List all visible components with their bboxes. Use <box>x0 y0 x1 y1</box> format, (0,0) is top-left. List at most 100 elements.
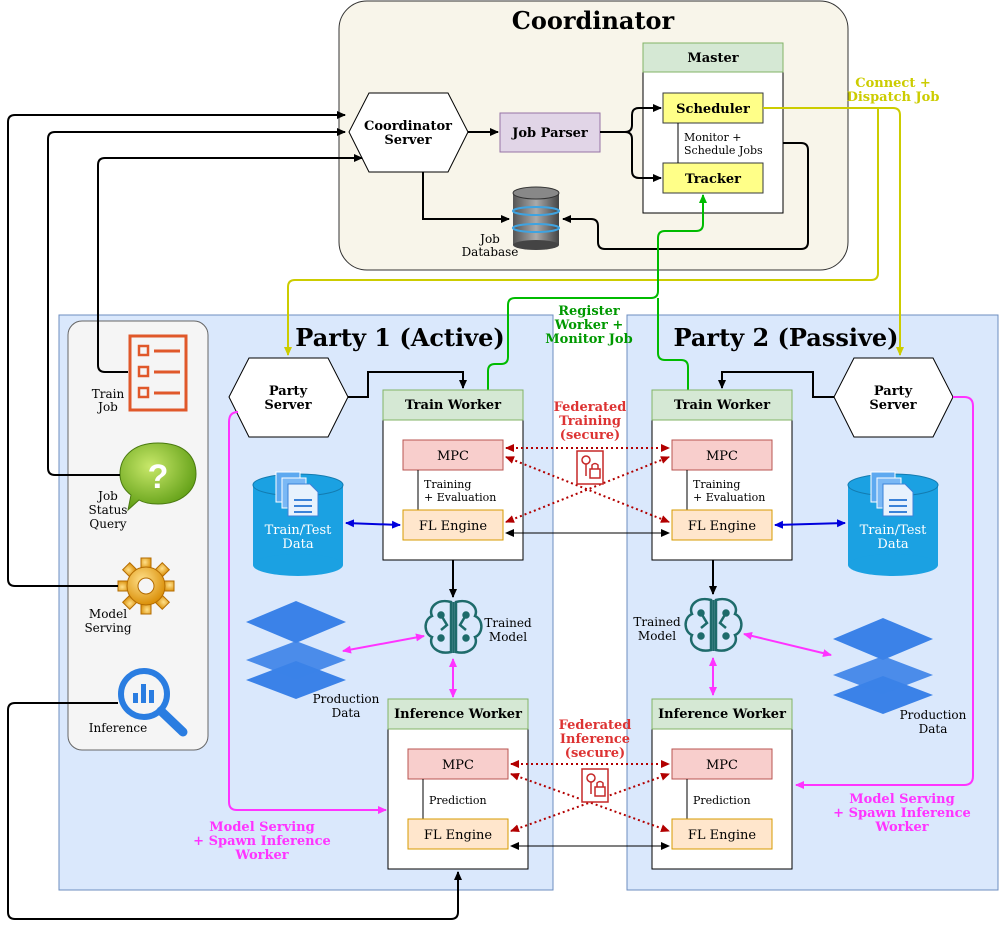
inference-label: Inference <box>89 721 147 735</box>
register-label-1: Register <box>558 304 620 319</box>
party1-trained-label-1: Trained <box>484 616 532 630</box>
lock-key-icon <box>576 450 604 485</box>
dispatch-to-party1-line <box>284 108 879 356</box>
client-sidebar <box>67 320 209 751</box>
party2-training-label-2: + Evaluation <box>693 491 765 504</box>
scheduler-box[interactable] <box>662 92 764 124</box>
status-label-2: Status <box>89 503 128 517</box>
party2-data-fl-arrow <box>774 519 846 529</box>
model-serving-to-coordinator-arrow <box>7 111 346 587</box>
party2-prediction-label: Prediction <box>693 794 751 807</box>
party1-inf-fl-engine-label: FL Engine <box>424 828 492 843</box>
party1-server-label-2: Server <box>264 398 311 413</box>
status-label-1: Job <box>96 489 118 503</box>
party1-mpc-label: MPC <box>437 449 469 464</box>
party2-train-worker-header <box>651 389 793 421</box>
party2-fl-engine-box[interactable] <box>671 509 773 541</box>
job-database-label-1: Job <box>478 232 500 246</box>
inference-to-worker-arrow <box>7 702 462 920</box>
serving-label-2: Serving <box>84 621 131 635</box>
training-fl1-mpc2-link <box>505 456 670 523</box>
train-job-label-2: Job <box>96 400 118 414</box>
tracker-label: Tracker <box>685 172 741 187</box>
coordinator-title: Coordinator <box>512 6 675 35</box>
job-parser-label: Job Parser <box>511 126 588 141</box>
master-header <box>642 42 784 73</box>
party1-inference-worker-header <box>387 698 529 730</box>
svg-text:?: ? <box>148 458 169 496</box>
status-label-3: Query <box>89 517 126 531</box>
party2-inf-mpc-label: MPC <box>706 758 738 773</box>
train-job-label-1: Train <box>92 387 125 401</box>
party2-serving-label-1: Model Serving <box>849 792 954 807</box>
brain-circuit-icon <box>684 597 743 652</box>
server-to-db-arrow <box>422 172 510 223</box>
party2-train-worker-title: Train Worker <box>674 398 770 413</box>
party1-production-label-1: Production <box>313 692 380 706</box>
party2-fl-engine-label: FL Engine <box>688 519 756 534</box>
party2-mpc-label: MPC <box>706 449 738 464</box>
tracker-box[interactable] <box>662 162 764 194</box>
party2-data-label-1: Train/Test <box>860 523 928 538</box>
party2-serving-label-3: Worker <box>874 820 928 835</box>
party1-production-model-arrow <box>342 633 425 654</box>
party1-server-label-1: Party <box>269 384 308 399</box>
party2-inf-fl-engine-box[interactable] <box>671 818 773 850</box>
party1-data-label-1: Train/Test <box>265 523 333 538</box>
job-parser-box[interactable] <box>499 112 601 153</box>
job-database-label-2: Database <box>462 245 519 259</box>
register-label-3: Monitor Job <box>545 332 632 347</box>
question-bubble-icon[interactable]: ? <box>119 442 197 512</box>
party2-production-label-2: Data <box>919 722 948 736</box>
database-icon <box>512 186 560 250</box>
party2-production-label-1: Production <box>900 708 967 722</box>
party1-server-to-train-arrow <box>348 371 467 398</box>
party1-fl-engine-box[interactable] <box>402 509 504 541</box>
magnifier-chart-icon[interactable] <box>118 668 188 737</box>
fed-inference-label-3: (secure) <box>565 746 625 761</box>
party2-title: Party 2 (Passive) <box>673 323 898 352</box>
party1-mpc-box[interactable] <box>402 439 504 471</box>
gear-icon[interactable] <box>117 557 175 615</box>
connect-dispatch-label-2: Dispatch Job <box>847 90 940 105</box>
scheduler-label: Scheduler <box>676 102 750 117</box>
party2-inference-worker-title: Inference Worker <box>658 707 786 722</box>
coordinator-server-label-2: Server <box>384 133 431 148</box>
party1-inf-mpc-box[interactable] <box>407 748 509 780</box>
monitor-label-1: Monitor + <box>684 131 742 144</box>
party2-training-label-1: Training <box>693 478 740 491</box>
train-job-to-coordinator-arrow <box>97 154 363 373</box>
document-database-icon <box>252 471 344 576</box>
party1-data-fl-arrow <box>345 519 401 529</box>
dispatch-to-party2-line <box>763 107 904 356</box>
master-title: Master <box>687 51 738 66</box>
party1-inf-fl-engine-box[interactable] <box>407 818 509 850</box>
brain-circuit-icon <box>424 599 483 654</box>
party1-production-label-2: Data <box>332 706 361 720</box>
monitor-label-2: Schedule Jobs <box>684 144 763 157</box>
party2-serving-line <box>795 396 974 789</box>
layers-icon <box>246 601 346 699</box>
party1-serving-label-3: Worker <box>234 848 288 863</box>
master-to-db-arrow <box>562 142 809 250</box>
party2-inf-mpc-box[interactable] <box>671 748 773 780</box>
fed-inference-label-2: Inference <box>560 732 630 747</box>
party2-inf-fl-engine-label: FL Engine <box>688 828 756 843</box>
party1-serving-label-1: Model Serving <box>209 820 314 835</box>
party1-training-label-2: + Evaluation <box>424 491 496 504</box>
party1-inf-mpc-label: MPC <box>442 758 474 773</box>
party2-mpc-box[interactable] <box>671 439 773 471</box>
party1-train-worker-title: Train Worker <box>405 398 501 413</box>
party2-model-production-arrow <box>743 631 832 658</box>
party2-trained-label-2: Model <box>638 629 676 643</box>
party1-train-worker-header <box>382 389 524 421</box>
fed-training-label-1: Federated <box>554 400 627 415</box>
party2-inference-worker-header <box>651 698 793 730</box>
party1-serving-label-2: + Spawn Inference <box>193 834 331 849</box>
party2-serving-label-2: + Spawn Inference <box>833 806 971 821</box>
register-party1-line <box>487 194 707 390</box>
checklist-icon[interactable] <box>128 334 188 412</box>
layers-icon <box>833 618 933 714</box>
